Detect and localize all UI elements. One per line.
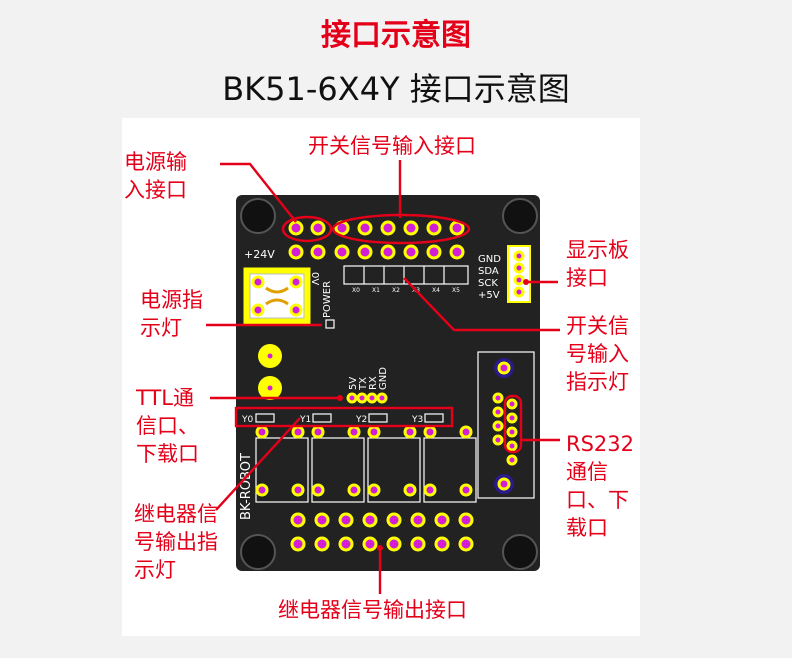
x1-label: X1 — [372, 287, 380, 294]
switch-indicator-callout: 开关信 号输入 指示灯 — [566, 314, 629, 394]
dp1-label: SDA — [478, 266, 499, 277]
mount-hole-bl — [240, 534, 276, 570]
annotation-lines — [206, 160, 560, 594]
y3-label: Y3 — [411, 415, 423, 425]
relay-area — [255, 425, 477, 503]
relay-output-pads — [290, 512, 474, 552]
pwr-label: POWER — [322, 281, 333, 318]
power-input-callout: 电源输 入接口 — [124, 150, 187, 202]
x2-label: X2 — [392, 287, 400, 294]
ttl-pin-labels: 5V TX RX GND — [348, 367, 389, 391]
y0-label: Y0 — [241, 415, 253, 425]
relay-output-callout: 继电器信号输出接口 — [278, 598, 467, 622]
t3-label: GND — [378, 367, 389, 390]
v0-label: 0V — [309, 272, 320, 285]
mount-hole-tr — [502, 198, 538, 234]
display-callout: 显示板 接口 — [566, 238, 629, 290]
switch-input-callout: 开关信号输入接口 — [308, 134, 476, 158]
x4-label: X4 — [432, 287, 440, 294]
brand-label: BK-ROBOT — [239, 453, 254, 520]
page-subtitle: BK51-6X4Y 接口示意图 — [222, 70, 570, 108]
top-pad-row — [288, 220, 465, 260]
display-header — [507, 245, 531, 303]
t1-label: TX — [358, 377, 369, 391]
dp2-label: SCK — [478, 278, 498, 289]
mount-hole-tl — [240, 198, 276, 234]
dp0-label: GND — [478, 254, 501, 265]
y1-label: Y1 — [299, 415, 311, 425]
t0-label: 5V — [348, 377, 359, 390]
rs232-connector — [477, 351, 535, 499]
mount-hole-br — [502, 534, 538, 570]
rs232-callout: RS232 通信 口、下 载口 — [566, 432, 635, 540]
relay-indicator-callout: 继电器信 号输出指 示灯 — [134, 502, 218, 582]
ttl-header — [346, 392, 388, 404]
input-led-row — [343, 265, 469, 285]
power-indicator-callout: 电源指 示灯 — [140, 288, 203, 340]
x0-label: X0 — [352, 287, 360, 294]
output-labels: Y0 Y1 Y2 Y3 — [241, 415, 423, 425]
y2-label: Y2 — [355, 415, 367, 425]
x5-label: X5 — [452, 287, 460, 294]
t2-label: RX — [368, 376, 379, 390]
page-title: 接口示意图 — [321, 18, 471, 53]
v24-label: +24V — [244, 248, 275, 261]
dp3-label: +5V — [478, 290, 500, 301]
ttl-callout: TTL通 信口、 下载口 — [136, 386, 199, 466]
